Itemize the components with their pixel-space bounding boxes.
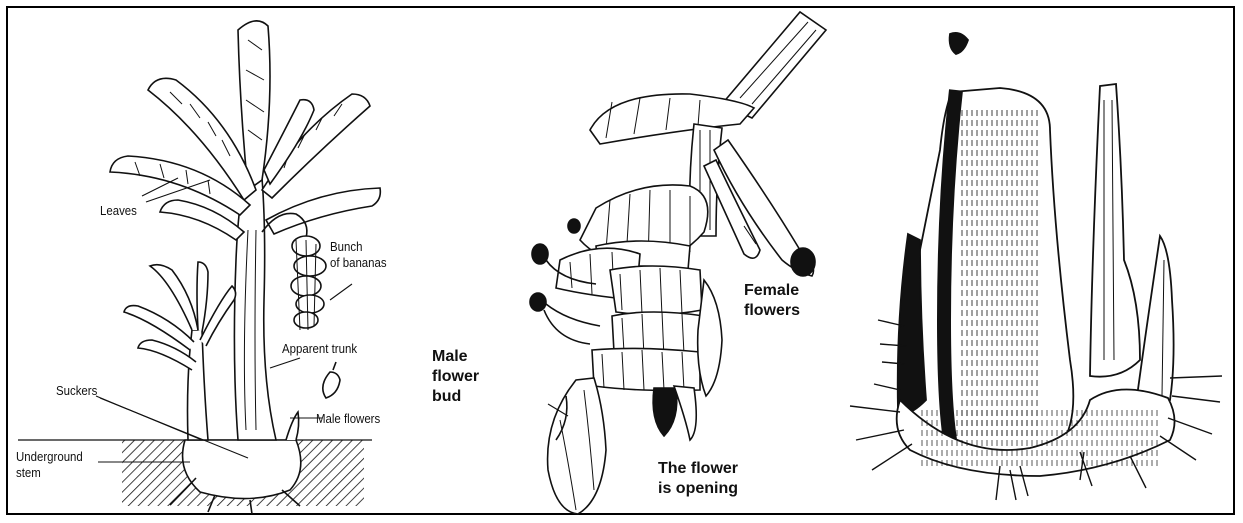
label-female-line2: flowers xyxy=(744,302,800,320)
underground-stem xyxy=(183,440,301,499)
label-female-line1: Female xyxy=(744,282,799,300)
label-male-bud-line2: flower xyxy=(432,368,479,386)
banana-plant-drawing xyxy=(18,21,380,514)
label-leaves: Leaves xyxy=(100,204,137,219)
label-opening-line1: The flower xyxy=(658,460,738,478)
upper-bract xyxy=(590,94,754,144)
corm-drawing xyxy=(850,33,1222,500)
corm-right-shoot xyxy=(1090,84,1140,377)
label-underground-line1: Underground xyxy=(16,450,83,465)
label-bunch-line1: Bunch xyxy=(330,240,362,255)
leaf-right-lower xyxy=(266,188,380,234)
male-flower-bud xyxy=(548,378,606,514)
label-apparent-trunk: Apparent trunk xyxy=(282,342,357,357)
corm-dark-tip xyxy=(950,33,968,54)
label-male-bud-line1: Male xyxy=(432,348,468,366)
label-suckers: Suckers xyxy=(56,384,97,399)
label-male-flowers: Male flowers xyxy=(316,412,380,427)
bunch-of-bananas xyxy=(291,236,326,330)
label-bunch-line2: of bananas xyxy=(330,256,387,271)
label-opening-line2: is opening xyxy=(658,480,738,498)
sucker-plant xyxy=(124,262,236,440)
label-male-bud-line3: bud xyxy=(432,388,461,406)
male-flower-icon xyxy=(323,362,340,398)
label-underground-line2: stem xyxy=(16,466,41,481)
inflorescence-drawing xyxy=(530,12,826,514)
